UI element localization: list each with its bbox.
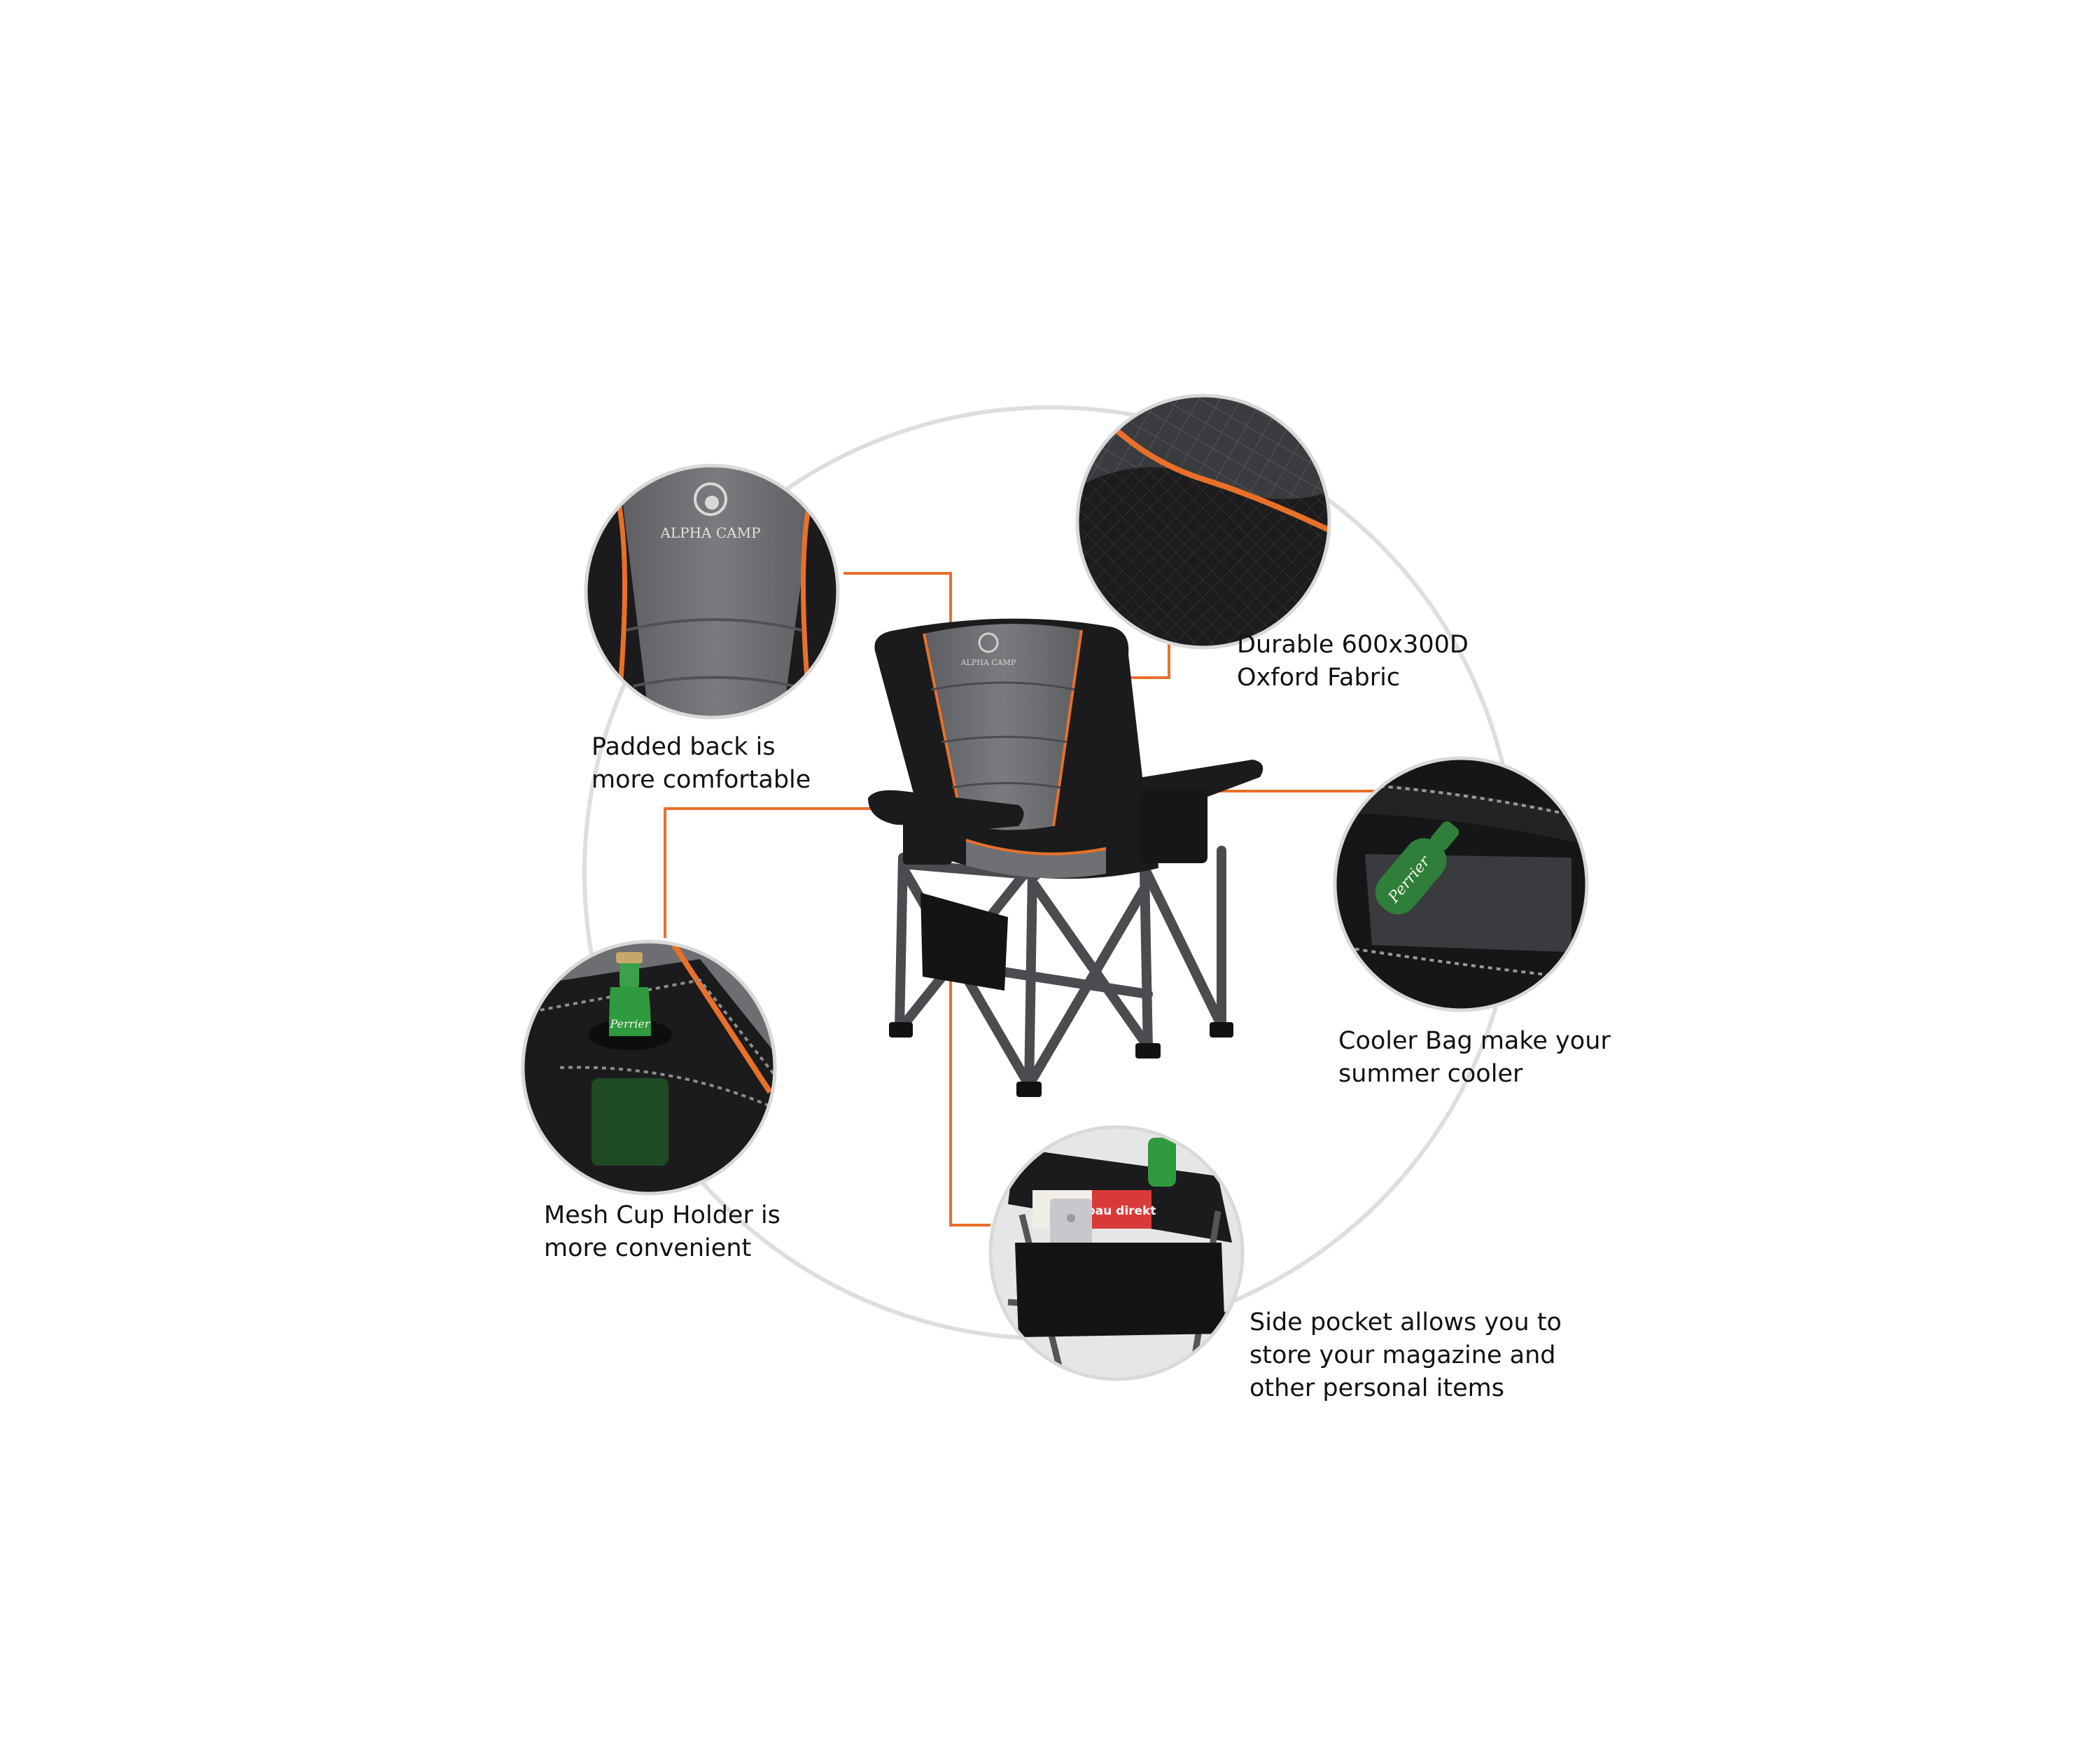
right-armrest — [1099, 760, 1264, 812]
cup-holder-mesh — [592, 1078, 668, 1166]
caption-side-pocket-line-3: other personal items — [1250, 1374, 1504, 1402]
cup-holder-bottle-label: Perrier — [609, 1017, 650, 1031]
chair-feet — [889, 1022, 1233, 1097]
caption-side-pocket-line-2: store your magazine and — [1250, 1341, 1556, 1369]
caption-padded-back-line-1: Padded back is — [592, 733, 776, 761]
side-pocket-body — [1015, 1243, 1225, 1337]
chair-logo-text: ALPHA CAMP — [960, 658, 1016, 667]
phone-apple-icon — [1067, 1214, 1075, 1222]
padded-back-logo-icon — [694, 482, 727, 516]
padded-back-logo-text: ALPHA CAMP — [659, 524, 760, 541]
chair-side-pocket — [920, 893, 1008, 991]
caption-cup-holder-line-1: Mesh Cup Holder is — [544, 1201, 780, 1229]
caption-cup-holder: Mesh Cup Holder is more convenient — [544, 1199, 780, 1265]
detail-circle-cooler: Perrier — [1333, 756, 1589, 1012]
caption-cooler-line-2: summer cooler — [1338, 1060, 1523, 1088]
caption-side-pocket-line-1: Side pocket allows you to — [1250, 1308, 1562, 1336]
caption-fabric-line-2: Oxford Fabric — [1237, 664, 1401, 692]
connector-padded-back — [844, 572, 952, 643]
side-pocket-phone — [1050, 1199, 1092, 1248]
chair-frame — [895, 846, 1226, 1094]
chair-cup-holder — [903, 819, 952, 865]
caption-cup-holder-line-2: more convenient — [544, 1234, 752, 1262]
backrest-center-panel — [924, 624, 1082, 830]
cup-holder-bottle: Perrier — [609, 952, 651, 1036]
caption-fabric-line-1: Durable 600x300D — [1237, 631, 1469, 659]
chair-logo-icon — [978, 632, 999, 653]
camping-chair: ALPHA CAMP — [868, 618, 1264, 1097]
cooler-bottle: Perrier — [1375, 821, 1460, 915]
caption-padded-back-line-2: more comfortable — [592, 766, 811, 794]
detail-circle-cup-holder: Perrier — [521, 940, 777, 1196]
caption-fabric: Durable 600x300D Oxford Fabric — [1237, 629, 1469, 694]
connector-cup-holder — [664, 807, 953, 938]
side-pocket-magazine-label: bau direkt — [1086, 1204, 1156, 1218]
caption-cooler: Cooler Bag make your summer cooler — [1338, 1025, 1611, 1091]
caption-cooler-line-1: Cooler Bag make your — [1338, 1027, 1611, 1055]
caption-padded-back: Padded back is more comfortable — [592, 731, 811, 797]
detail-circle-fabric — [1075, 393, 1331, 650]
chair-cooler-bag — [1141, 790, 1208, 863]
caption-side-pocket: Side pocket allows you to store your mag… — [1250, 1306, 1562, 1405]
side-pocket-magazine: bau direkt — [1032, 1190, 1156, 1248]
detail-circle-side-pocket: bau direkt — [988, 1125, 1245, 1381]
connector-side-pocket — [949, 923, 990, 1227]
detail-circle-padded-back: ALPHA CAMP — [584, 463, 840, 720]
